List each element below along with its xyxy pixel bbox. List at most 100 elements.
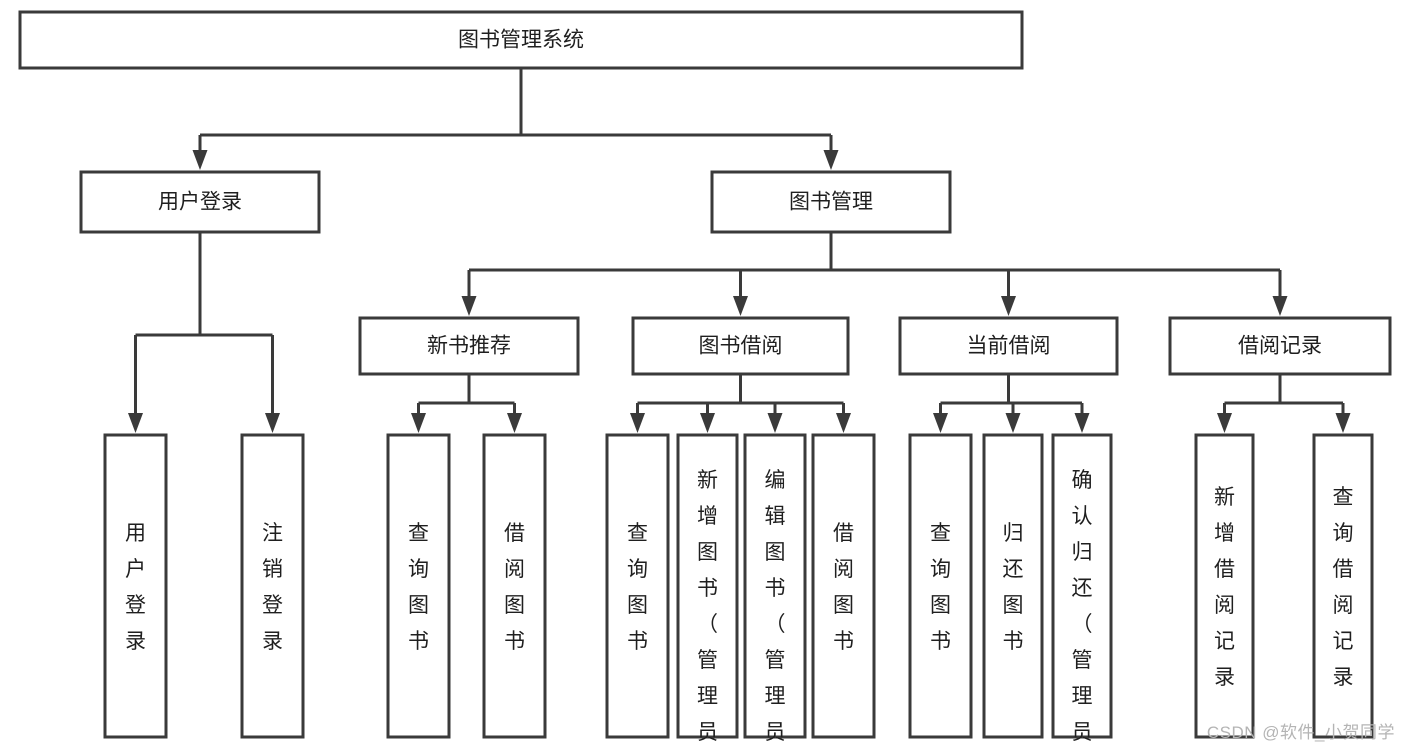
node-label: 图书借阅 <box>699 335 783 358</box>
node-label-char: 新 <box>697 469 718 492</box>
node-label-char: 询 <box>627 558 648 581</box>
node-book-manage[interactable]: 图书管理 <box>710 170 952 234</box>
node-label-char: 新 <box>1214 486 1235 509</box>
node-box <box>482 433 547 739</box>
node-label-char: 录 <box>262 630 283 653</box>
node-leaf-query-book-1[interactable]: 查询图书查询图书 <box>386 433 451 739</box>
node-label-char: 用 <box>125 522 146 545</box>
node-user-login[interactable]: 用户登录 <box>79 170 321 234</box>
edge-arrowhead <box>1272 296 1288 316</box>
node-new-book-rec[interactable]: 新书推荐 <box>358 316 580 376</box>
node-label: 图书管理系统 <box>458 29 584 52</box>
node-label-char: 查 <box>1333 486 1354 509</box>
node-label-char: 理 <box>765 685 786 708</box>
node-label-char: 查 <box>408 522 429 545</box>
node-box <box>676 433 739 739</box>
node-label-char: 阅 <box>1214 594 1235 617</box>
node-leaf-add-record[interactable]: 新增借阅记录新增借阅记录 <box>1194 433 1255 739</box>
edge-arrowhead <box>1005 413 1021 433</box>
node-label-char: 图 <box>504 594 525 617</box>
edge-group-user-login <box>128 232 280 433</box>
edge-arrowhead <box>823 150 839 170</box>
node-borrow-record[interactable]: 借阅记录 <box>1168 316 1392 376</box>
node-current-borrow[interactable]: 当前借阅 <box>898 316 1119 376</box>
edge-arrowhead <box>128 413 143 433</box>
node-box <box>743 433 807 739</box>
node-box <box>631 316 850 376</box>
node-label-char: 书 <box>408 630 429 653</box>
node-box <box>1168 316 1392 376</box>
node-box <box>103 433 168 739</box>
node-box <box>1051 433 1113 739</box>
node-leaf-query-book-2[interactable]: 查询图书查询图书 <box>605 433 670 739</box>
edge-arrowhead <box>630 413 645 433</box>
node-leaf-user-login[interactable]: 用户登录用户登录 <box>103 433 168 739</box>
node-label-char: 管 <box>697 649 718 672</box>
node-label: 新书推荐 <box>427 335 511 358</box>
node-label-char: 书 <box>765 577 786 600</box>
edge-arrowhead <box>1217 413 1232 433</box>
node-label-char: 管 <box>765 649 786 672</box>
edge-group-new-book-rec <box>411 374 522 433</box>
node-label-char: 图 <box>765 541 786 564</box>
edge-group-book-borrow <box>630 374 851 433</box>
node-book-borrow[interactable]: 图书借阅 <box>631 316 850 376</box>
node-box <box>982 433 1044 739</box>
node-label-char: 注 <box>262 522 283 545</box>
node-label-char: 书 <box>504 630 525 653</box>
edge-arrowhead <box>767 413 783 433</box>
edge-group-book-manage <box>461 232 1288 316</box>
edge-arrowhead <box>1335 413 1351 433</box>
node-label-char: 图 <box>1003 594 1024 617</box>
node-leaf-return-book[interactable]: 归还图书归还图书 <box>982 433 1044 739</box>
node-label-char: 录 <box>1333 666 1354 689</box>
node-label-char: 书 <box>1003 630 1024 653</box>
node-label-char: 记 <box>1333 630 1354 653</box>
edge-arrowhead <box>192 150 208 170</box>
node-label-char: 图 <box>833 594 854 617</box>
edge-group-borrow-record <box>1217 374 1351 433</box>
node-leaf-borrow-book-1[interactable]: 借阅图书借阅图书 <box>482 433 547 739</box>
node-label-char: 还 <box>1003 558 1024 581</box>
node-leaf-user-logout[interactable]: 注销登录注销登录 <box>240 433 305 739</box>
node-box <box>898 316 1119 376</box>
node-label-char: 图 <box>930 594 951 617</box>
node-label-char: 增 <box>1214 522 1235 545</box>
node-label-char: 管 <box>1072 649 1093 672</box>
node-box <box>605 433 670 739</box>
node-label-char: 查 <box>627 522 648 545</box>
node-label-char: 辑 <box>765 505 786 528</box>
node-label-char: 登 <box>262 594 283 617</box>
node-label-char: 录 <box>125 630 146 653</box>
node-leaf-borrow-book-2[interactable]: 借阅图书借阅图书 <box>811 433 876 739</box>
node-label-char: 销 <box>262 558 283 581</box>
node-label-char: 询 <box>408 558 429 581</box>
edge-arrowhead <box>265 413 280 433</box>
node-box <box>811 433 876 739</box>
node-root[interactable]: 图书管理系统 <box>18 10 1024 70</box>
node-leaf-query-record[interactable]: 查询借阅记录查询借阅记录 <box>1312 433 1374 739</box>
node-box <box>240 433 305 739</box>
node-label-char: 书 <box>833 630 854 653</box>
node-label-char: 归 <box>1072 541 1093 564</box>
node-label-char: 归 <box>1003 522 1024 545</box>
node-label-char: 阅 <box>504 558 525 581</box>
node-label-char: 借 <box>833 522 854 545</box>
node-label-char: 借 <box>504 522 525 545</box>
node-label-char: 员 <box>697 721 718 744</box>
node-label-char: 询 <box>930 558 951 581</box>
node-label: 用户登录 <box>158 191 242 214</box>
node-box <box>18 10 1024 70</box>
node-label-char: 编 <box>765 469 786 492</box>
edges-layer <box>128 68 1351 433</box>
edge-arrowhead <box>461 296 477 316</box>
node-box <box>79 170 321 234</box>
node-label-char: 认 <box>1072 505 1093 528</box>
node-label-char: 记 <box>1214 630 1235 653</box>
node-label-char: 借 <box>1214 558 1235 581</box>
node-leaf-query-book-3[interactable]: 查询图书查询图书 <box>908 433 973 739</box>
